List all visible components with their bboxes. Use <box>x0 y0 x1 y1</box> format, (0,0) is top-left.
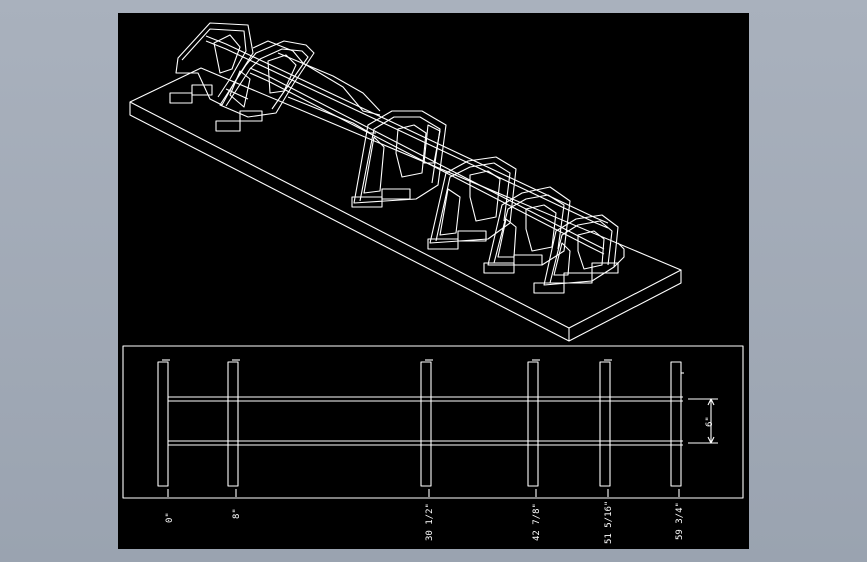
isometric-view <box>129 22 682 342</box>
dimension-label-42-7-8: 42 7/8" <box>532 503 542 541</box>
cad-viewport[interactable]: 0" 8" 30 1/2" 42 7/8" 51 5/16" 59 3/4" 6… <box>118 13 749 549</box>
cad-drawing <box>122 22 744 499</box>
plan-view <box>122 345 744 499</box>
base-board <box>129 67 682 342</box>
dimension-label-51-5-16: 51 5/16" <box>604 500 614 544</box>
plan-view-border <box>122 345 744 499</box>
longitudinal-rails <box>205 35 609 255</box>
plan-rails <box>168 396 683 446</box>
bulkhead-frames <box>169 22 625 294</box>
plan-frames <box>157 359 684 487</box>
dimension-label-30-1-2: 30 1/2" <box>425 503 435 541</box>
plan-dimension-lines <box>167 398 718 497</box>
dimension-label-0: 0" <box>165 512 175 523</box>
width-dimension-label: 6" <box>705 416 715 427</box>
dimension-label-8: 8" <box>232 508 242 519</box>
dimension-label-59-3-4: 59 3/4" <box>675 502 685 540</box>
